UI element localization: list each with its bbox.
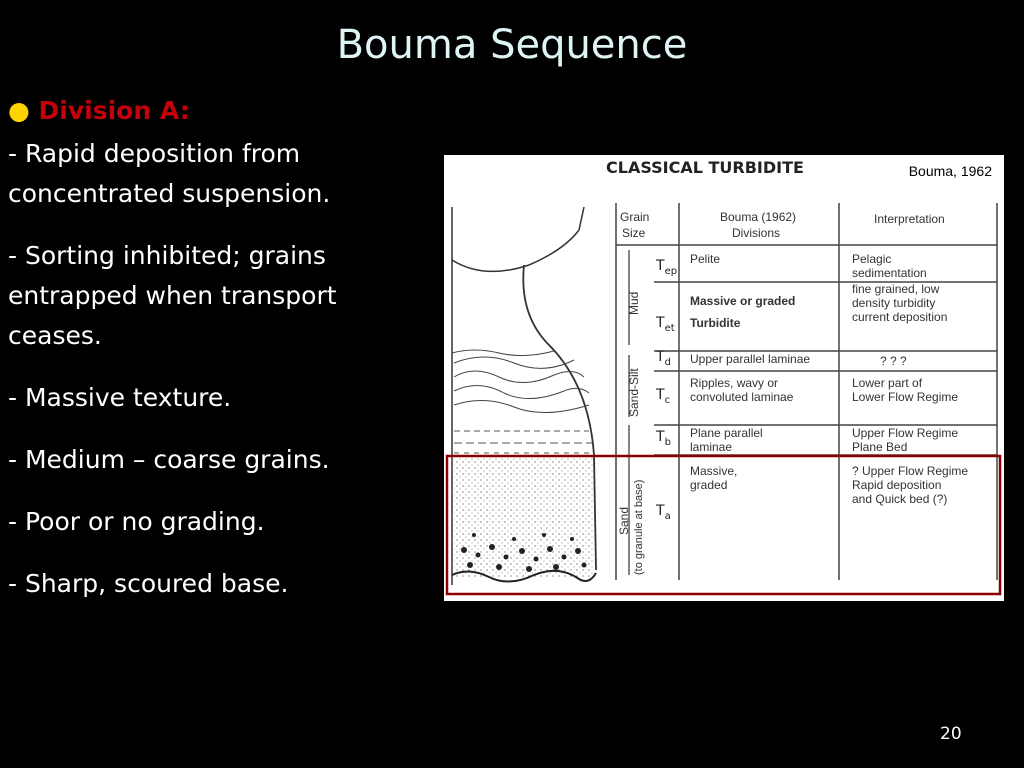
division-a-heading: ● Division A:	[8, 96, 190, 125]
slide-title: Bouma Sequence	[336, 22, 688, 68]
interp-density: density turbidity	[852, 296, 935, 310]
figure-citation: Bouma, 1962	[908, 163, 992, 179]
interp-lower-flow: Lower Flow Regime	[852, 390, 958, 404]
bullet-points: - Rapid deposition from concentrated sus…	[8, 134, 428, 626]
code-tb: Tb	[655, 429, 671, 448]
interp-lower-part: Lower part of	[852, 376, 923, 390]
header-size: Size	[622, 226, 646, 240]
division-massive: Massive,	[690, 464, 737, 478]
header-grain: Grain	[620, 210, 649, 224]
point-sorting-inhibited: - Sorting inhibited; grains entrapped wh…	[8, 241, 337, 350]
turbidite-diagram: CLASSICAL TURBIDITE Grain Size Bouma (19…	[445, 158, 1002, 596]
interp-quick-bed: and Quick bed (?)	[852, 492, 947, 506]
point-rapid-deposition: - Rapid deposition from concentrated sus…	[8, 139, 331, 208]
division-ripples: Ripples, wavy or	[690, 376, 778, 390]
point-massive-texture: - Massive texture.	[8, 383, 232, 412]
header-interpretation: Interpretation	[874, 212, 945, 226]
division-a-highlight-box	[445, 454, 1002, 596]
code-td: Td	[655, 349, 671, 368]
interp-unknown: ? ? ?	[880, 354, 907, 368]
interp-sedimentation: sedimentation	[852, 266, 927, 280]
sediment-column	[451, 206, 597, 585]
division-upper-parallel: Upper parallel laminae	[690, 352, 810, 366]
point-grain-size: - Medium – coarse grains.	[8, 445, 330, 474]
code-tc: Tc	[655, 387, 670, 406]
division-graded: graded	[690, 478, 727, 492]
header-bouma: Bouma (1962)	[720, 210, 796, 224]
page-number: 20	[940, 724, 962, 744]
figure-title: CLASSICAL TURBIDITE	[606, 158, 804, 177]
division-laminae: laminae	[690, 440, 732, 454]
interp-plane-bed: Plane Bed	[852, 440, 907, 454]
division-pelite: Pelite	[690, 252, 720, 266]
grain-label-sand-note: (to granule at base)	[633, 480, 645, 575]
interp-upper-flow: Upper Flow Regime	[852, 426, 958, 440]
turbidite-figure: CLASSICAL TURBIDITE Grain Size Bouma (19…	[444, 155, 1004, 601]
interp-current: current deposition	[852, 310, 947, 324]
bullet-dot-icon: ●	[8, 96, 30, 125]
division-massive-graded: Massive or graded	[690, 294, 795, 308]
division-turbidite: Turbidite	[690, 316, 741, 330]
division-convoluted: convoluted laminae	[690, 390, 794, 404]
code-tet: Tet	[655, 315, 675, 334]
grain-label-sand-silt: Sand-Silt	[627, 368, 641, 417]
division-a-colon: :	[179, 96, 190, 125]
grain-label-mud: Mud	[627, 292, 641, 315]
interp-rapid: Rapid deposition	[852, 478, 941, 492]
point-base: - Sharp, scoured base.	[8, 569, 289, 598]
header-divisions: Divisions	[732, 226, 780, 240]
grain-label-sand: Sand	[617, 507, 631, 535]
code-tep: Tep	[655, 258, 677, 277]
division-a-label: Division A	[38, 96, 180, 125]
code-ta: Ta	[655, 503, 671, 522]
interp-upper-flow-q: ? Upper Flow Regime	[852, 464, 968, 478]
interp-fine-grained: fine grained, low	[852, 282, 940, 296]
interp-pelagic: Pelagic	[852, 252, 891, 266]
division-plane-parallel: Plane parallel	[690, 426, 763, 440]
point-grading: - Poor or no grading.	[8, 507, 265, 536]
